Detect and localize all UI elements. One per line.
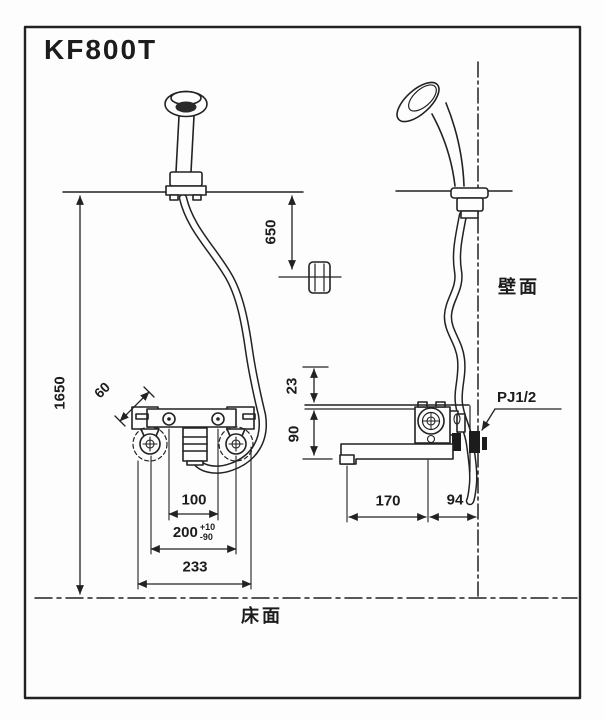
leg-left [132, 426, 168, 462]
dim-200-tol-upper: +10 [199, 522, 216, 533]
model-label: KF800T [44, 34, 158, 65]
side-view [339, 81, 489, 506]
dim-1650-label: 1650 [51, 376, 69, 410]
shower-head-side [396, 81, 465, 187]
faucet-side [339, 401, 487, 473]
dim-650-label: 650 [262, 219, 280, 245]
pipe-thread-label: PJ1/2 [497, 389, 537, 406]
dim-90-label: 90 [285, 425, 303, 443]
front-view [131, 90, 267, 474]
dim-200-value: 200 [172, 524, 198, 542]
dim-100-label: 100 [181, 491, 207, 509]
dim-170-label: 170 [375, 492, 401, 510]
shower-bracket-side [450, 187, 489, 219]
dim-233-label: 233 [182, 558, 208, 576]
shower-bracket-front [165, 171, 207, 201]
wall-seal [452, 431, 487, 453]
shower-head-front [164, 90, 208, 173]
datum-lines [34, 61, 578, 599]
floor-surface-label: 床面 [241, 606, 283, 626]
dimension-lines [76, 195, 562, 595]
dim-94-label: 94 [446, 491, 464, 509]
dim-23-label: 23 [283, 377, 301, 395]
dim-200-tol-lower: -90 [199, 532, 213, 542]
drawing-border [23, 25, 582, 700]
faucet-front [131, 406, 256, 466]
leg-right [218, 426, 254, 462]
dim-200-label: 200 +10 -90 [172, 522, 216, 543]
wall-surface-label: 壁面 [498, 277, 540, 297]
